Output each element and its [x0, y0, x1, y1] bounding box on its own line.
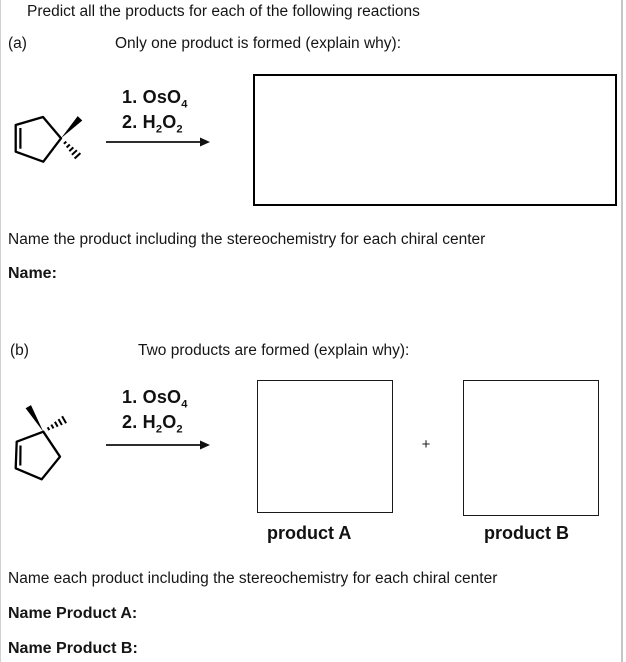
product-a-box[interactable] — [257, 380, 393, 513]
product-b-label: product B — [484, 523, 569, 543]
answer-box-a[interactable] — [253, 74, 617, 206]
section-a-instruction: Name the product including the stereoche… — [8, 231, 486, 248]
name-product-a-label: Name Product A: — [8, 605, 138, 622]
hash-bond-methyl — [63, 140, 82, 160]
cyclopentene-ring — [14, 430, 62, 481]
molecule-b-drawing — [14, 405, 67, 481]
reagent-step-1: 1. OsO4 — [122, 87, 188, 111]
section-a-label: (a) — [8, 35, 27, 52]
page-edge-left — [0, 0, 1, 662]
product-a-label: product A — [267, 523, 352, 543]
reagents-a: 1. OsO4 2. H2O2 — [122, 85, 188, 135]
section-b-prompt: Two products are formed (explain why): — [138, 342, 410, 359]
page-title: Predict all the products for each of the… — [27, 3, 420, 20]
molecule-a-drawing — [14, 115, 83, 163]
reagent-step-2: 2. H2O2 — [122, 412, 183, 436]
reaction-arrow-a — [106, 137, 210, 147]
hash-bond-methyl — [46, 415, 67, 431]
reagent-step-2: 2. H2O2 — [122, 112, 183, 136]
name-label: Name: — [8, 265, 57, 282]
product-b-box[interactable] — [463, 380, 599, 516]
wedge-bond-methyl — [61, 116, 83, 139]
page-edge-right — [621, 0, 623, 662]
section-a-prompt: Only one product is formed (explain why)… — [115, 35, 402, 52]
section-b-label: (b) — [10, 342, 29, 359]
cyclopentene-ring — [14, 115, 63, 163]
reaction-arrow-b — [106, 440, 210, 450]
reagent-step-1: 1. OsO4 — [122, 387, 188, 411]
wedge-bond-methyl — [25, 405, 44, 432]
section-b-instruction: Name each product including the stereoch… — [8, 570, 498, 587]
plus-sign: + — [421, 436, 431, 453]
reagents-b: 1. OsO4 2. H2O2 — [122, 385, 188, 435]
name-product-b-label: Name Product B: — [8, 640, 138, 657]
